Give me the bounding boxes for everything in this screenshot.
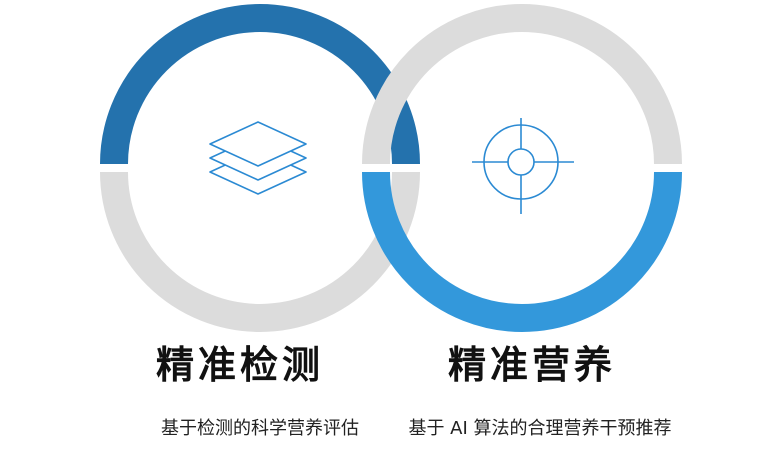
card-description-nutrition: 基于 AI 算法的合理营养干预推荐 (408, 418, 672, 439)
card-description-detection: 基于检测的科学营养评估 (161, 418, 359, 439)
right-ring-bottom-half (362, 171, 682, 332)
crosshair-icon (472, 118, 574, 214)
card-title-detection: 精准检测 (155, 343, 324, 387)
right-ring (362, 4, 682, 332)
layers-icon (209, 121, 307, 195)
card-title-nutrition: 精准营养 (447, 343, 616, 387)
right-ring-top-half (362, 4, 682, 165)
